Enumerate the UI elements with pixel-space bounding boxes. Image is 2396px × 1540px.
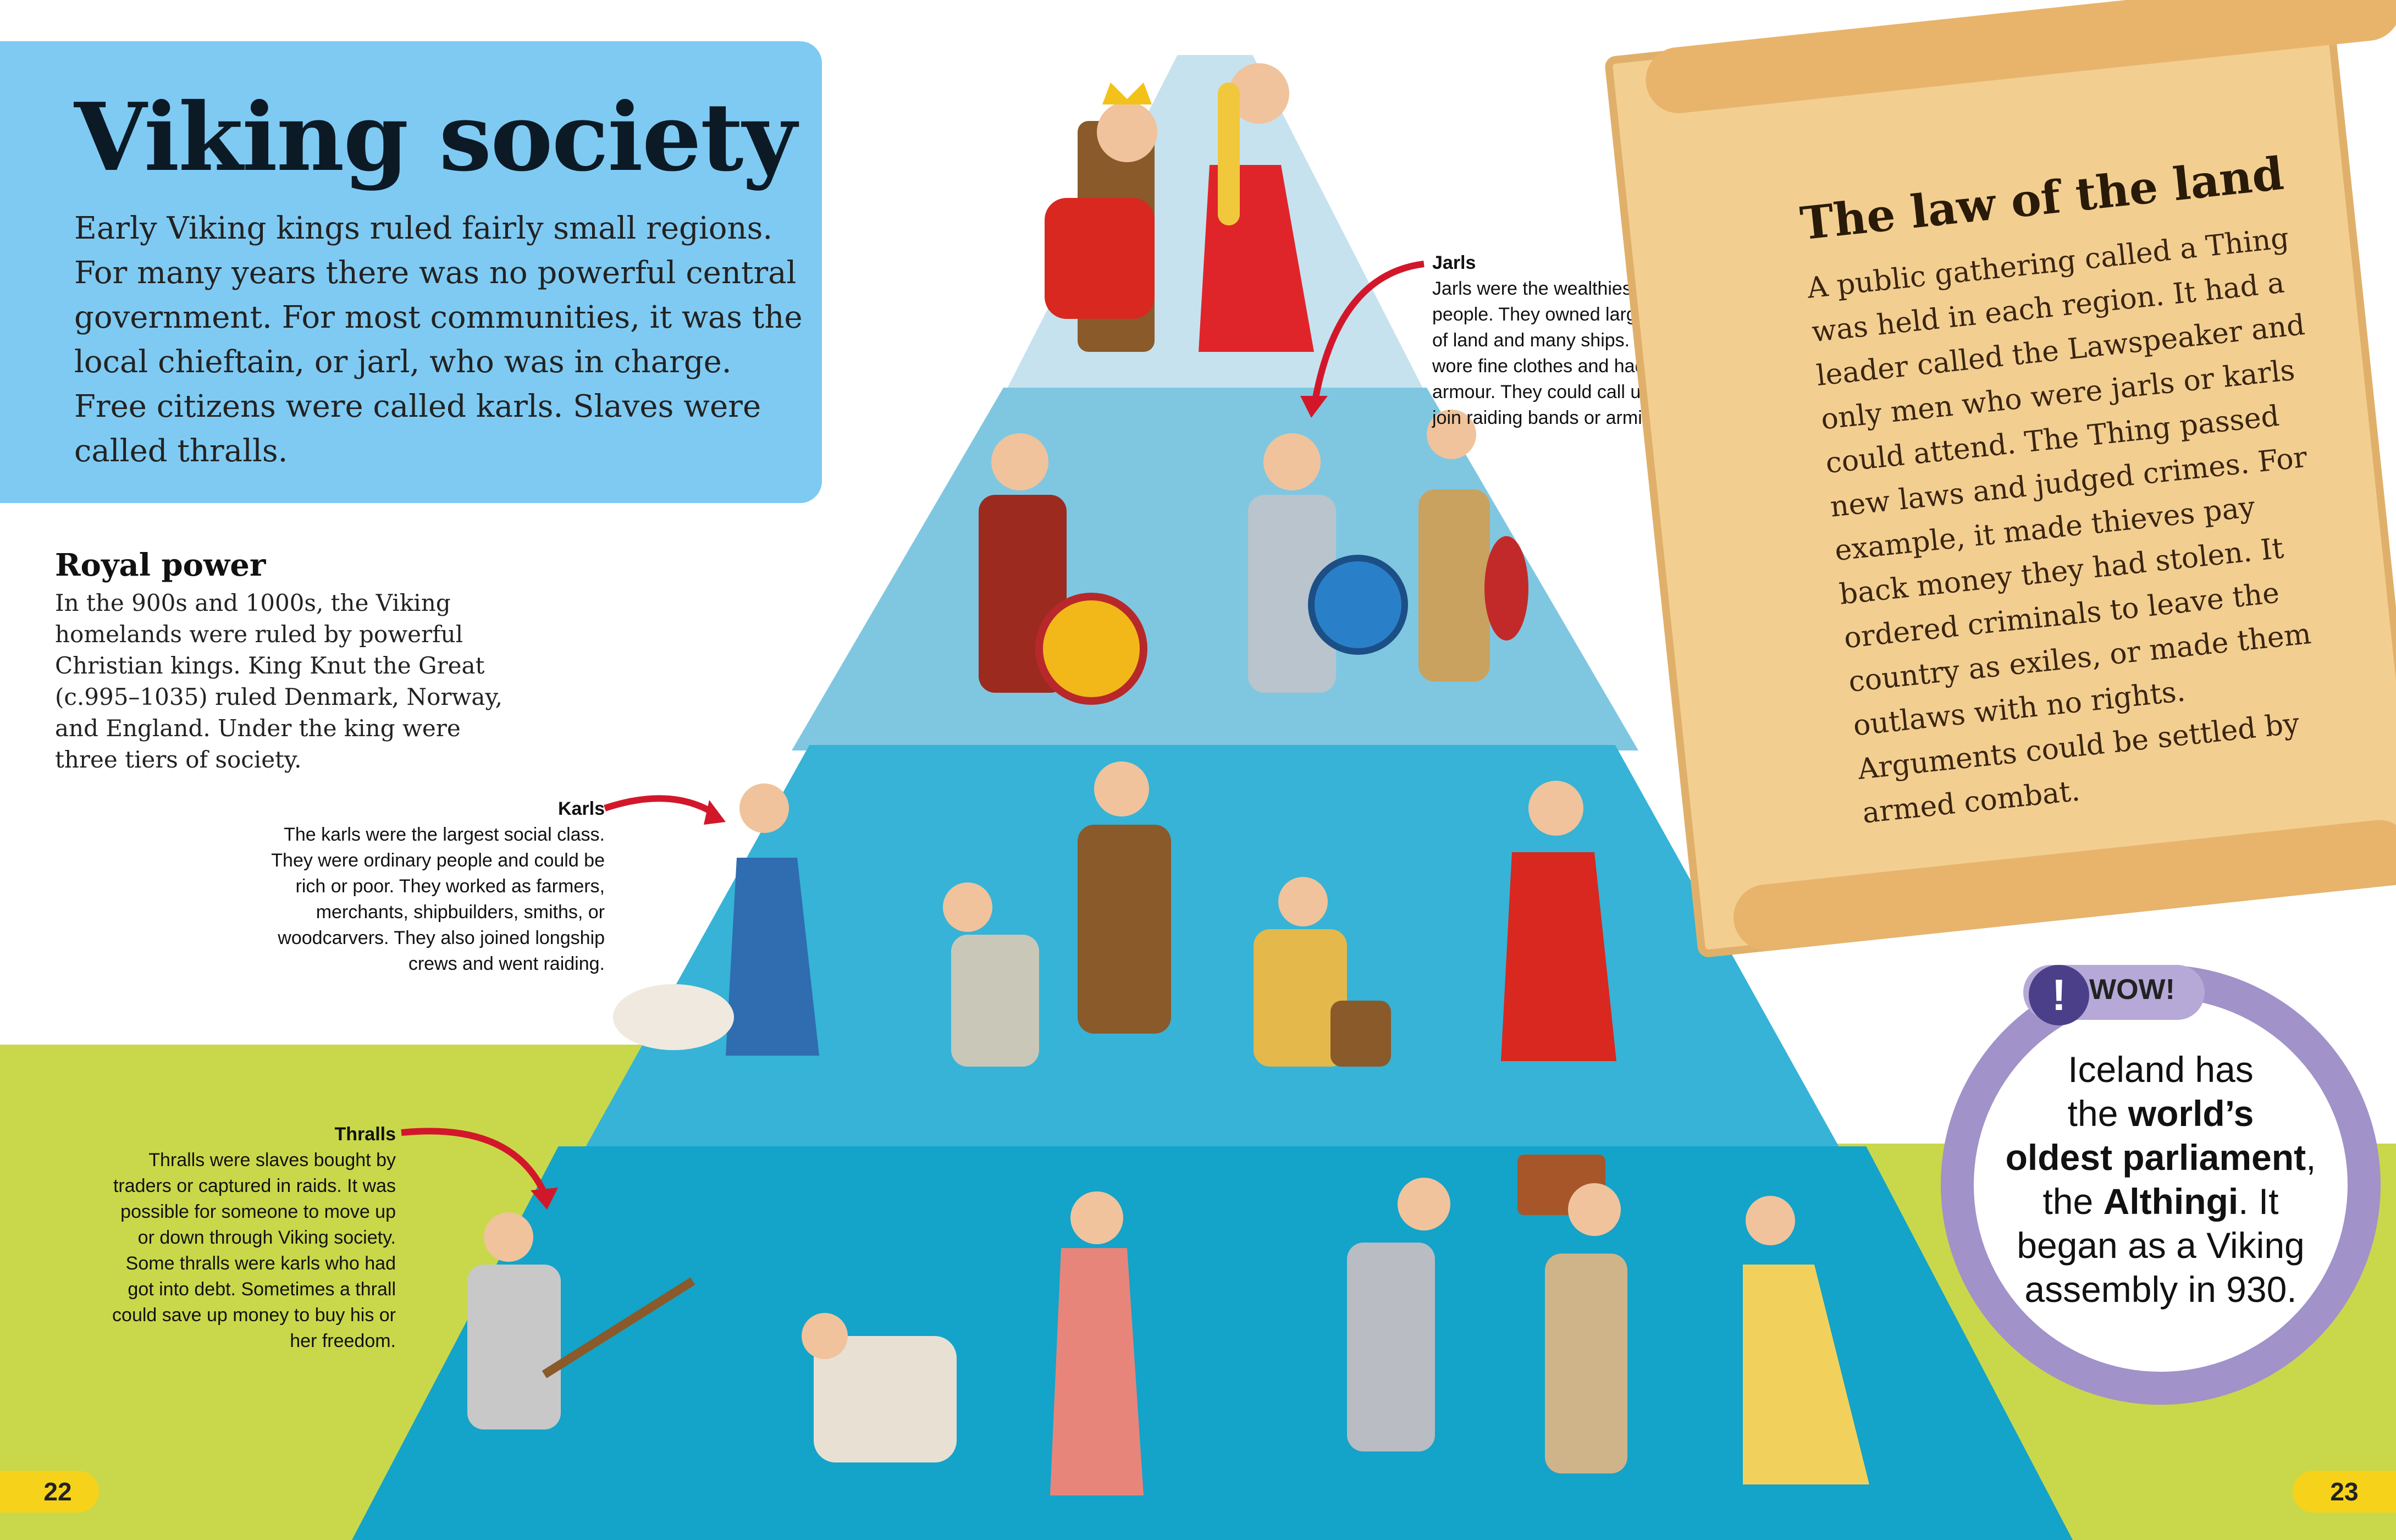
queen-figure — [1199, 63, 1314, 352]
thralls-arrowhead — [531, 1188, 558, 1210]
law-text: A public gathering called a Thing was he… — [1806, 222, 2313, 830]
royal-power-heading: Royal power — [55, 547, 266, 583]
karls-text: The karls were the largest social class.… — [271, 824, 605, 974]
wow-label: WOW! — [2089, 974, 2175, 1006]
thralls-text: Thralls were slaves bought by traders or… — [112, 1150, 396, 1351]
thralls-arrow — [401, 1128, 548, 1195]
thrall-woman-basket — [1743, 1196, 1869, 1484]
karls-label-block: Karls The karls were the largest social … — [242, 796, 605, 977]
wow-line-3: oldest parliament, — [2005, 1137, 2316, 1178]
karls-label: Karls — [557, 798, 605, 819]
karl-woman-with-goat — [613, 783, 819, 1056]
thralls-label: Thralls — [334, 1124, 396, 1145]
wow-line-4: the Althingi. It — [2042, 1181, 2279, 1222]
law-scroll-content: The law of the land A public gathering c… — [1798, 146, 2357, 836]
king-figure — [1045, 82, 1157, 352]
karl-blacksmith — [1078, 761, 1171, 1034]
wow-line-6: assembly in 930. — [2024, 1269, 2297, 1310]
thralls-label-block: Thralls Thralls were slaves bought by tr… — [99, 1122, 396, 1354]
wow-badge-center — [1974, 998, 2348, 1372]
jarl-figure-1 — [979, 433, 1147, 705]
karl-smith — [943, 882, 1039, 1067]
thrall-box-carrier — [1517, 1155, 1627, 1473]
karl-woodcarver — [1254, 877, 1391, 1067]
jarls-arrow — [1311, 261, 1425, 407]
jarls-arrowhead — [1300, 396, 1328, 418]
exclamation-icon: ! — [2029, 965, 2089, 1025]
wow-line-5: began as a Viking — [2017, 1225, 2305, 1266]
thrall-log-carrier — [1347, 1178, 1450, 1451]
jarl-figure-3 — [1418, 410, 1528, 682]
thrall-woman-planting — [802, 1313, 957, 1462]
royal-power-text: In the 900s and 1000s, the Viking homela… — [55, 589, 503, 773]
thrall-digger — [467, 1212, 695, 1429]
title-box — [0, 41, 822, 503]
wow-line-2: the world’s — [2067, 1093, 2254, 1134]
karls-arrowhead — [704, 800, 726, 825]
page-number-left: 22 — [0, 1471, 99, 1513]
page-title: Viking society — [74, 82, 797, 192]
wow-fact: Iceland has the world’s oldest parliamen… — [1974, 1047, 2348, 1311]
page-number-right: 23 — [2293, 1471, 2396, 1513]
karls-arrow — [604, 795, 717, 817]
jarl-figure-2 — [1248, 433, 1408, 693]
thrall-woman-bucket — [1050, 1191, 1144, 1495]
karl-woman-cooking — [1501, 781, 1616, 1061]
intro-text: Early Viking kings ruled fairly small re… — [74, 211, 803, 469]
jarls-label: Jarls — [1432, 252, 1476, 273]
wow-line-1: Iceland has — [2068, 1049, 2254, 1090]
